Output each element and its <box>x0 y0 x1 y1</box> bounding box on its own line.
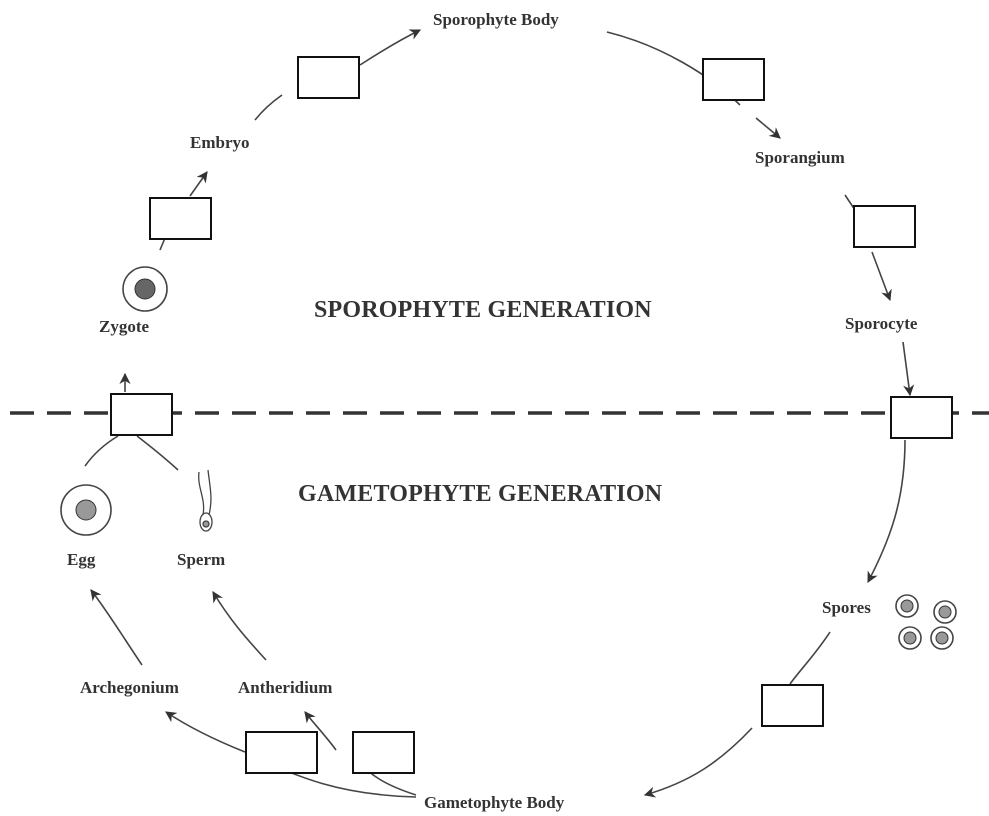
arrow-sporocyte-down <box>902 341 915 397</box>
answer-box-gametophyte-to-archegonium[interactable] <box>245 731 318 774</box>
arrow-zygote-to-embryo <box>159 237 166 251</box>
egg-cell-icon <box>60 484 112 536</box>
answer-box-gametophyte-to-antheridium[interactable] <box>352 731 415 774</box>
label-egg: Egg <box>67 550 96 569</box>
answer-box-zygote-to-embryo[interactable] <box>149 197 212 240</box>
sporophyte-generation-title: SPOROPHYTE GENERATION <box>314 297 652 323</box>
answer-box-spores-to-gametophyte[interactable] <box>761 684 824 727</box>
label-antheridium: Antheridium <box>238 678 333 697</box>
answer-box-gametes-to-zygote[interactable] <box>110 393 173 436</box>
spores-icon <box>895 594 957 650</box>
arrow-spores-to-gametophyte <box>789 631 831 685</box>
arrow-archegonium-to-egg <box>90 589 143 666</box>
gametophyte-generation-title: GAMETOPHYTE GENERATION <box>298 481 663 507</box>
label-gametophyte-body: Gametophyte Body <box>424 793 565 812</box>
answer-box-sporocyte-to-spores[interactable] <box>890 396 953 439</box>
label-sperm: Sperm <box>177 550 226 569</box>
zygote-cell-icon <box>122 266 168 312</box>
label-archegonium: Archegonium <box>80 678 179 697</box>
arrow-to-spores <box>867 439 906 583</box>
line-egg-to-fertilization <box>84 435 119 467</box>
label-sporocyte: Sporocyte <box>845 314 918 333</box>
line-sperm-to-fertilization <box>136 435 179 471</box>
answer-box-embryo-to-sporophyte[interactable] <box>297 56 360 99</box>
arrow-antheridium-to-sperm <box>212 591 267 661</box>
answer-box-sporophyte-to-sporangium[interactable] <box>702 58 765 101</box>
label-zygote: Zygote <box>99 317 150 336</box>
label-spores: Spores <box>822 598 871 617</box>
arrow-embryo-to-sporophyte <box>254 94 283 121</box>
sperm-cell-icon <box>198 469 213 532</box>
label-sporangium: Sporangium <box>755 148 845 167</box>
label-sporophyte-body: Sporophyte Body <box>433 10 559 29</box>
label-embryo: Embryo <box>190 133 250 152</box>
answer-box-sporangium-to-sporocyte[interactable] <box>853 205 916 248</box>
